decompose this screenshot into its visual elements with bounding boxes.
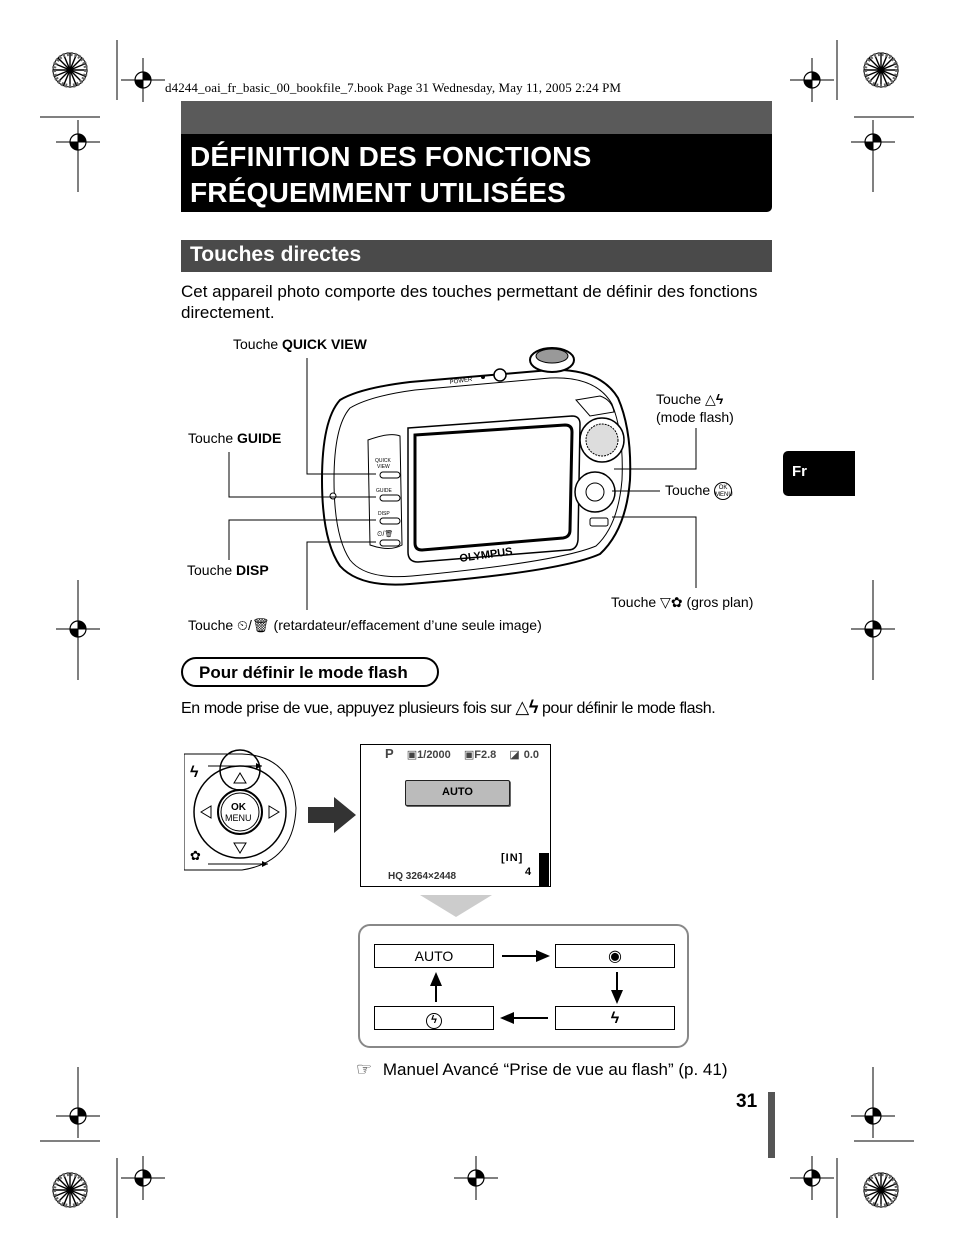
power-label: POWER <box>449 377 473 386</box>
selftimer-trash-icon: ⏲/🗑 <box>237 617 270 633</box>
reference-text[interactable]: Manuel Avancé “Prise de vue au flash” (p… <box>382 1060 728 1079</box>
lcd-status-row: P ▣1/2000 ▣F2.8 ◪0.0 <box>385 746 539 761</box>
subsection-heading-pill: Pour définir le mode flash <box>181 657 439 687</box>
arrow-down-icon <box>233 842 247 854</box>
dial-menu-label: MENU <box>225 813 252 823</box>
guide-button[interactable] <box>379 494 401 502</box>
quick-view-button[interactable] <box>379 471 401 479</box>
flash-instruction: En mode prise de vue, appuyez plusieurs … <box>181 697 716 717</box>
label-quick-view: Touche QUICK VIEW <box>233 336 367 352</box>
dial-ok-label: OK <box>231 802 247 813</box>
selftimer-button[interactable] <box>379 539 401 547</box>
body-quick-view-label: QUICK <box>375 458 392 464</box>
svg-text:⏲/🗑: ⏲/🗑 <box>377 529 393 538</box>
lcd-battery-bar <box>539 853 549 886</box>
language-tab: Fr <box>783 451 855 496</box>
label-macro: Touche ▽✿ (gros plan) <box>611 594 754 610</box>
macro-icon: ✿ <box>190 848 201 863</box>
lcd-screen: P ▣1/2000 ▣F2.8 ◪0.0 AUTO [IN] 4 HQ 3264… <box>360 744 551 887</box>
body-guide-label: GUIDE <box>376 488 393 494</box>
intro-paragraph: Cet appareil photo comporte des touches … <box>181 282 758 322</box>
up-flash-icon: △ϟ <box>515 697 538 717</box>
section-heading: Touches directes <box>190 243 362 266</box>
print-header-line: d4244_oai_fr_basic_00_bookfile_7.book Pa… <box>165 80 622 95</box>
red-eye-icon: ◉ <box>608 948 622 965</box>
page-title-line2: FRÉQUEMMENT UTILISÉES <box>190 177 566 208</box>
body-disp-label: DISP <box>378 511 390 517</box>
big-right-arrow-icon <box>308 797 356 833</box>
lcd-exposure-icon: ◪ <box>509 749 520 761</box>
lcd-count: 4 <box>525 866 532 878</box>
lcd-flash-mode-box: AUTO <box>405 780 510 806</box>
lcd-mode: P <box>385 746 394 761</box>
lcd-aperture: F2.8 <box>474 749 497 761</box>
flash-cycle-panel: AUTO ◉ ϟ ϟ <box>358 924 689 1048</box>
cycle-arrows <box>430 950 623 1024</box>
camera-illustration: POWER QUICK VIEW GUIDE DISP ⏲/🗑 OLYMPUS <box>320 347 632 586</box>
label-guide: Touche GUIDE <box>188 430 282 446</box>
up-flash-icon: △ϟ <box>705 391 724 407</box>
mode-flash-off: ϟ <box>374 1006 494 1030</box>
page-number: 31 <box>736 1091 758 1112</box>
fill-flash-icon: ϟ <box>610 1010 620 1027</box>
flash-off-icon: ϟ <box>426 1013 442 1029</box>
arrow-up-icon <box>233 772 247 784</box>
mode-auto: AUTO <box>374 944 494 968</box>
disp-button[interactable] <box>379 517 401 525</box>
label-disp: Touche DISP <box>187 562 269 578</box>
page-number-bar <box>768 1092 775 1158</box>
title-main-band: DÉFINITION DES FONCTIONS FRÉQUEMMENT UTI… <box>181 134 772 212</box>
flash-icon: ϟ <box>190 764 199 781</box>
subsection-heading: Pour définir le mode flash <box>199 663 408 682</box>
page-title-line1: DÉFINITION DES FONCTIONS <box>190 141 592 172</box>
mode-red-eye: ◉ <box>555 944 675 968</box>
mode-fill-flash: ϟ <box>555 1006 675 1030</box>
highlight-circle <box>219 749 261 791</box>
down-macro-icon: ▽✿ <box>660 594 683 610</box>
lcd-quality: HQ 3264×2448 <box>388 871 457 882</box>
reference-line: ☞ Manuel Avancé “Prise de vue au flash” … <box>356 1059 727 1080</box>
label-selftimer: Touche ⏲/🗑 (retardateur/effacement d’une… <box>188 617 542 633</box>
arrow-right-icon <box>268 805 280 819</box>
lcd-exposure: 0.0 <box>523 749 540 761</box>
svg-text:VIEW: VIEW <box>377 464 390 470</box>
label-flash: Touche △ϟ (mode flash) <box>656 391 734 425</box>
title-top-band <box>181 101 772 134</box>
lcd-aperture-icon: ▣ <box>463 749 475 761</box>
section-heading-bar: Touches directes <box>181 240 772 272</box>
pointing-hand-icon: ☞ <box>356 1059 373 1079</box>
lcd-memory: [IN] <box>501 852 524 864</box>
lcd-shutter: 1/2000 <box>417 749 451 761</box>
down-triangle-icon <box>420 895 492 917</box>
page-title: DÉFINITION DES FONCTIONS FRÉQUEMMENT UTI… <box>190 139 591 211</box>
arrow-pad-diagram: OK MENU ϟ ✿ <box>184 749 297 871</box>
camera-ok-button[interactable] <box>585 482 605 502</box>
page-title-block: DÉFINITION DES FONCTIONS FRÉQUEMMENT UTI… <box>181 101 772 212</box>
arrow-left-icon <box>200 805 212 819</box>
lcd-shutter-icon: ▣ <box>406 749 418 761</box>
